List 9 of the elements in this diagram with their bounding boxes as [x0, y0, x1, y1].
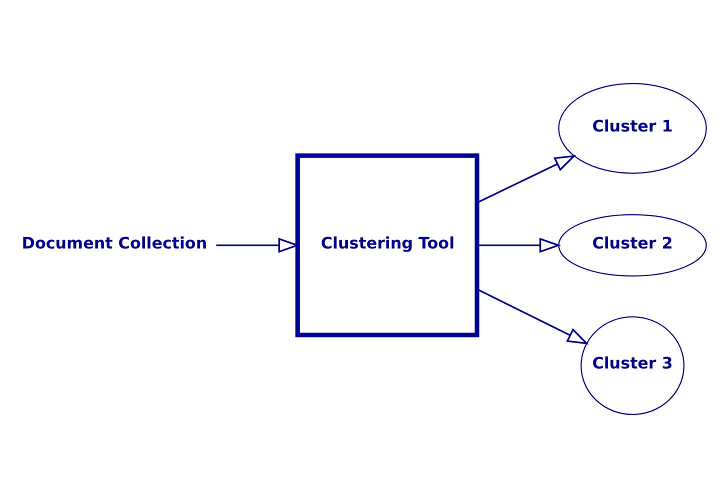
arrow [476, 154, 576, 204]
node-ellipse: Cluster 1 [558, 82, 707, 174]
arrow [216, 238, 300, 253]
node-ellipse: Cluster 2 [558, 214, 707, 277]
arrow [477, 238, 561, 253]
node-circle: Cluster 3 [580, 316, 684, 416]
node-box: Clustering Tool [295, 153, 480, 338]
node-text: Document Collection [22, 233, 208, 252]
arrow [476, 288, 589, 345]
